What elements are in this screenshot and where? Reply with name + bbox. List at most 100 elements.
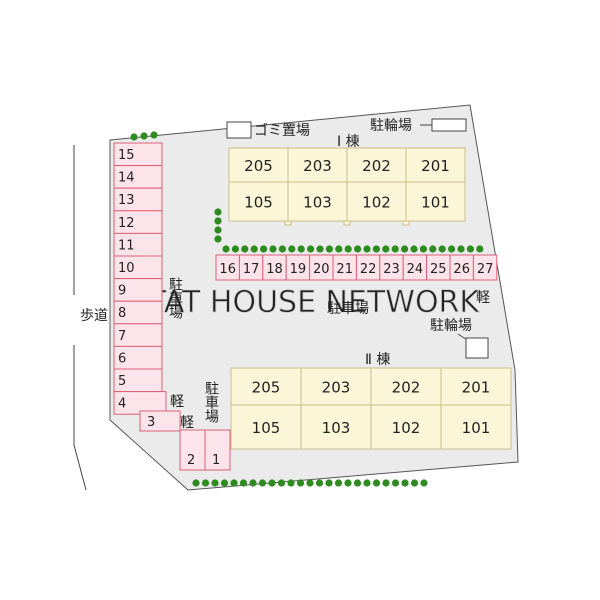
tree-dot bbox=[363, 245, 371, 253]
garbage-label: ゴミ置場 bbox=[254, 122, 310, 139]
building-notch bbox=[284, 220, 292, 226]
parking-space-number: 14 bbox=[118, 171, 135, 186]
building-unit-block bbox=[300, 367, 372, 450]
tree-dot bbox=[268, 479, 276, 487]
unit-number-upper: 205 bbox=[244, 157, 273, 175]
building-unit-block bbox=[230, 367, 302, 450]
tree-hedge-group bbox=[130, 131, 484, 487]
tree-dot bbox=[260, 245, 268, 253]
parking-label-left: 駐車場 bbox=[167, 277, 183, 319]
tree-dot bbox=[334, 479, 343, 487]
building-unit-block bbox=[346, 147, 407, 222]
kei-label-space-4: 軽 bbox=[170, 394, 184, 410]
tree-dot bbox=[150, 131, 158, 139]
tree-dot bbox=[278, 245, 286, 253]
tree-dot bbox=[401, 245, 409, 253]
tree-dot bbox=[269, 245, 277, 253]
parking-space-number: 4 bbox=[118, 397, 126, 412]
garbage-station-box bbox=[226, 121, 252, 139]
bike-parking-box-top bbox=[431, 118, 467, 132]
tree-dot bbox=[325, 479, 333, 487]
building-unit-block bbox=[287, 147, 348, 222]
parking-space-number: 18 bbox=[266, 262, 283, 277]
unit-number-upper: 201 bbox=[462, 379, 491, 397]
parking-space-number: 11 bbox=[118, 238, 135, 253]
unit-number-lower: 102 bbox=[362, 194, 391, 212]
building-notch bbox=[343, 220, 351, 226]
tree-dot bbox=[241, 245, 249, 253]
tree-dot bbox=[353, 479, 362, 487]
parking-space-number: 3 bbox=[147, 415, 155, 430]
building-unit-block bbox=[440, 367, 512, 450]
tree-dot bbox=[315, 479, 324, 487]
parking-space bbox=[204, 429, 231, 471]
tree-dot bbox=[410, 245, 418, 253]
parking-space-number: 27 bbox=[477, 262, 494, 277]
parking-space-number: 25 bbox=[430, 262, 447, 277]
tree-dot bbox=[438, 245, 446, 253]
parking-space bbox=[139, 410, 181, 432]
parking-label-center: 駐車場 bbox=[327, 300, 369, 317]
unit-number-upper: 203 bbox=[322, 379, 351, 397]
tree-dot bbox=[429, 245, 437, 253]
unit-number-lower: 103 bbox=[303, 194, 332, 212]
tree-dot bbox=[287, 479, 295, 487]
parking-label-bottom: 駐車場 bbox=[203, 381, 219, 423]
building-unit-block bbox=[370, 367, 442, 450]
tree-dot bbox=[214, 235, 222, 243]
tree-dot bbox=[249, 479, 257, 487]
building-1-title: Ⅰ 棟 bbox=[337, 134, 360, 150]
tree-dot bbox=[325, 245, 333, 253]
tree-dot bbox=[250, 245, 258, 253]
unit-number-upper: 205 bbox=[252, 379, 281, 397]
tree-dot bbox=[363, 479, 371, 487]
bike-parking-box-right bbox=[465, 337, 489, 359]
tree-dot bbox=[316, 245, 324, 253]
tree-dot bbox=[372, 479, 381, 487]
tree-dot bbox=[372, 245, 380, 253]
unit-number-lower: 101 bbox=[462, 419, 491, 437]
tree-dot bbox=[391, 245, 399, 253]
building-2-title: Ⅱ 棟 bbox=[365, 352, 390, 368]
tree-dot bbox=[306, 479, 314, 487]
parking-space-number: 5 bbox=[118, 374, 126, 389]
tree-dot bbox=[297, 245, 305, 253]
tree-dot bbox=[288, 245, 296, 253]
unit-number-upper: 203 bbox=[303, 157, 332, 175]
tree-dot bbox=[335, 245, 343, 253]
tree-dot bbox=[448, 245, 456, 253]
tree-dot bbox=[382, 479, 390, 487]
parking-space-number: 24 bbox=[407, 262, 424, 277]
tree-dot bbox=[214, 217, 222, 225]
parking-space-number: 1 bbox=[212, 453, 220, 468]
tree-dot bbox=[222, 245, 230, 253]
parking-space-number: 7 bbox=[118, 329, 126, 344]
sidewalk-line-lower bbox=[73, 444, 87, 491]
parking-space-number: 10 bbox=[118, 261, 135, 276]
unit-number-upper: 201 bbox=[421, 157, 450, 175]
watermark: PITAT HOUSE NETWORK bbox=[121, 285, 480, 320]
parking-space-number: 9 bbox=[118, 284, 126, 299]
tree-dot bbox=[201, 479, 210, 487]
parking-space-number: 19 bbox=[290, 262, 307, 277]
parking-space-number: 22 bbox=[360, 262, 377, 277]
tree-dot bbox=[354, 245, 362, 253]
building-unit-block bbox=[405, 147, 466, 222]
parking-space-number: 23 bbox=[383, 262, 400, 277]
tree-dot bbox=[220, 479, 229, 487]
sidewalk-label: 歩道 bbox=[80, 308, 108, 324]
parking-space-number: 16 bbox=[219, 262, 236, 277]
tree-dot bbox=[419, 245, 427, 253]
svg-text:駐車場: 駐車場 bbox=[167, 277, 183, 319]
parking-space-number: 13 bbox=[118, 193, 135, 208]
tree-dot bbox=[382, 245, 390, 253]
tree-dot bbox=[258, 479, 267, 487]
parking-space-number: 15 bbox=[118, 148, 135, 163]
building-unit-block bbox=[228, 147, 289, 222]
unit-number-lower: 102 bbox=[392, 419, 421, 437]
